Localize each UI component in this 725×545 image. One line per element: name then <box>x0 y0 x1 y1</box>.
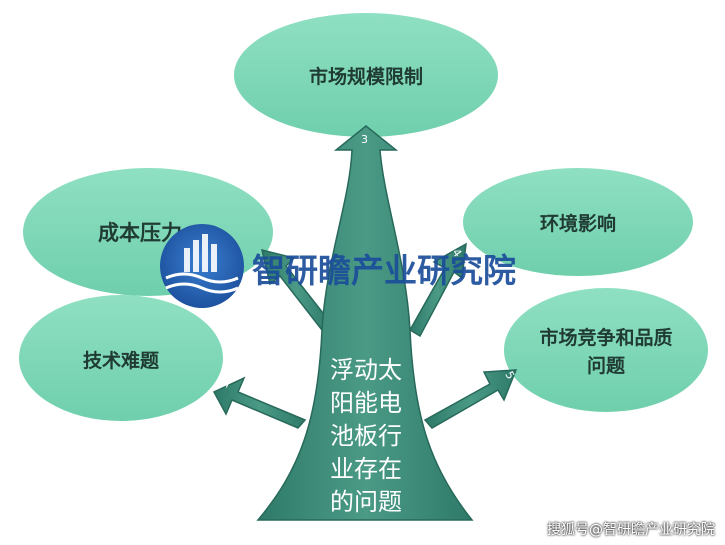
trunk-line-1: 浮动太 <box>330 356 402 384</box>
logo-text: 智研瞻产业研究院 <box>252 251 516 290</box>
label-environment: 环境影响 <box>540 212 616 235</box>
label-competition-line1: 市场竞争和品质 <box>539 326 672 349</box>
bubble-tech <box>19 295 223 421</box>
watermark-text: 搜狐号@智研瞻产业研究院 <box>547 522 715 538</box>
trunk-line-2: 阳能电 <box>330 389 402 417</box>
label-cost: 成本压力 <box>98 221 182 245</box>
trunk-line-4: 业存在 <box>330 455 402 483</box>
logo: 智研瞻产业研究院 <box>160 224 516 308</box>
logo-buildings-icon <box>184 234 217 272</box>
label-market-scale: 市场规模限制 <box>309 65 423 88</box>
trunk-line-5: 的问题 <box>330 488 402 516</box>
trunk-text: 浮动太 阳能电 池板行 业存在 的问题 <box>330 356 402 516</box>
bubble-competition <box>504 288 708 412</box>
tree-shape <box>212 125 518 521</box>
bubble-environment <box>463 168 693 276</box>
branch-number-3: 3 <box>361 133 368 146</box>
label-tech: 技术难题 <box>83 349 159 372</box>
bubble-market-scale <box>234 13 498 137</box>
label-competition-line2: 问题 <box>587 355 625 377</box>
trunk-line-3: 池板行 <box>330 422 402 450</box>
